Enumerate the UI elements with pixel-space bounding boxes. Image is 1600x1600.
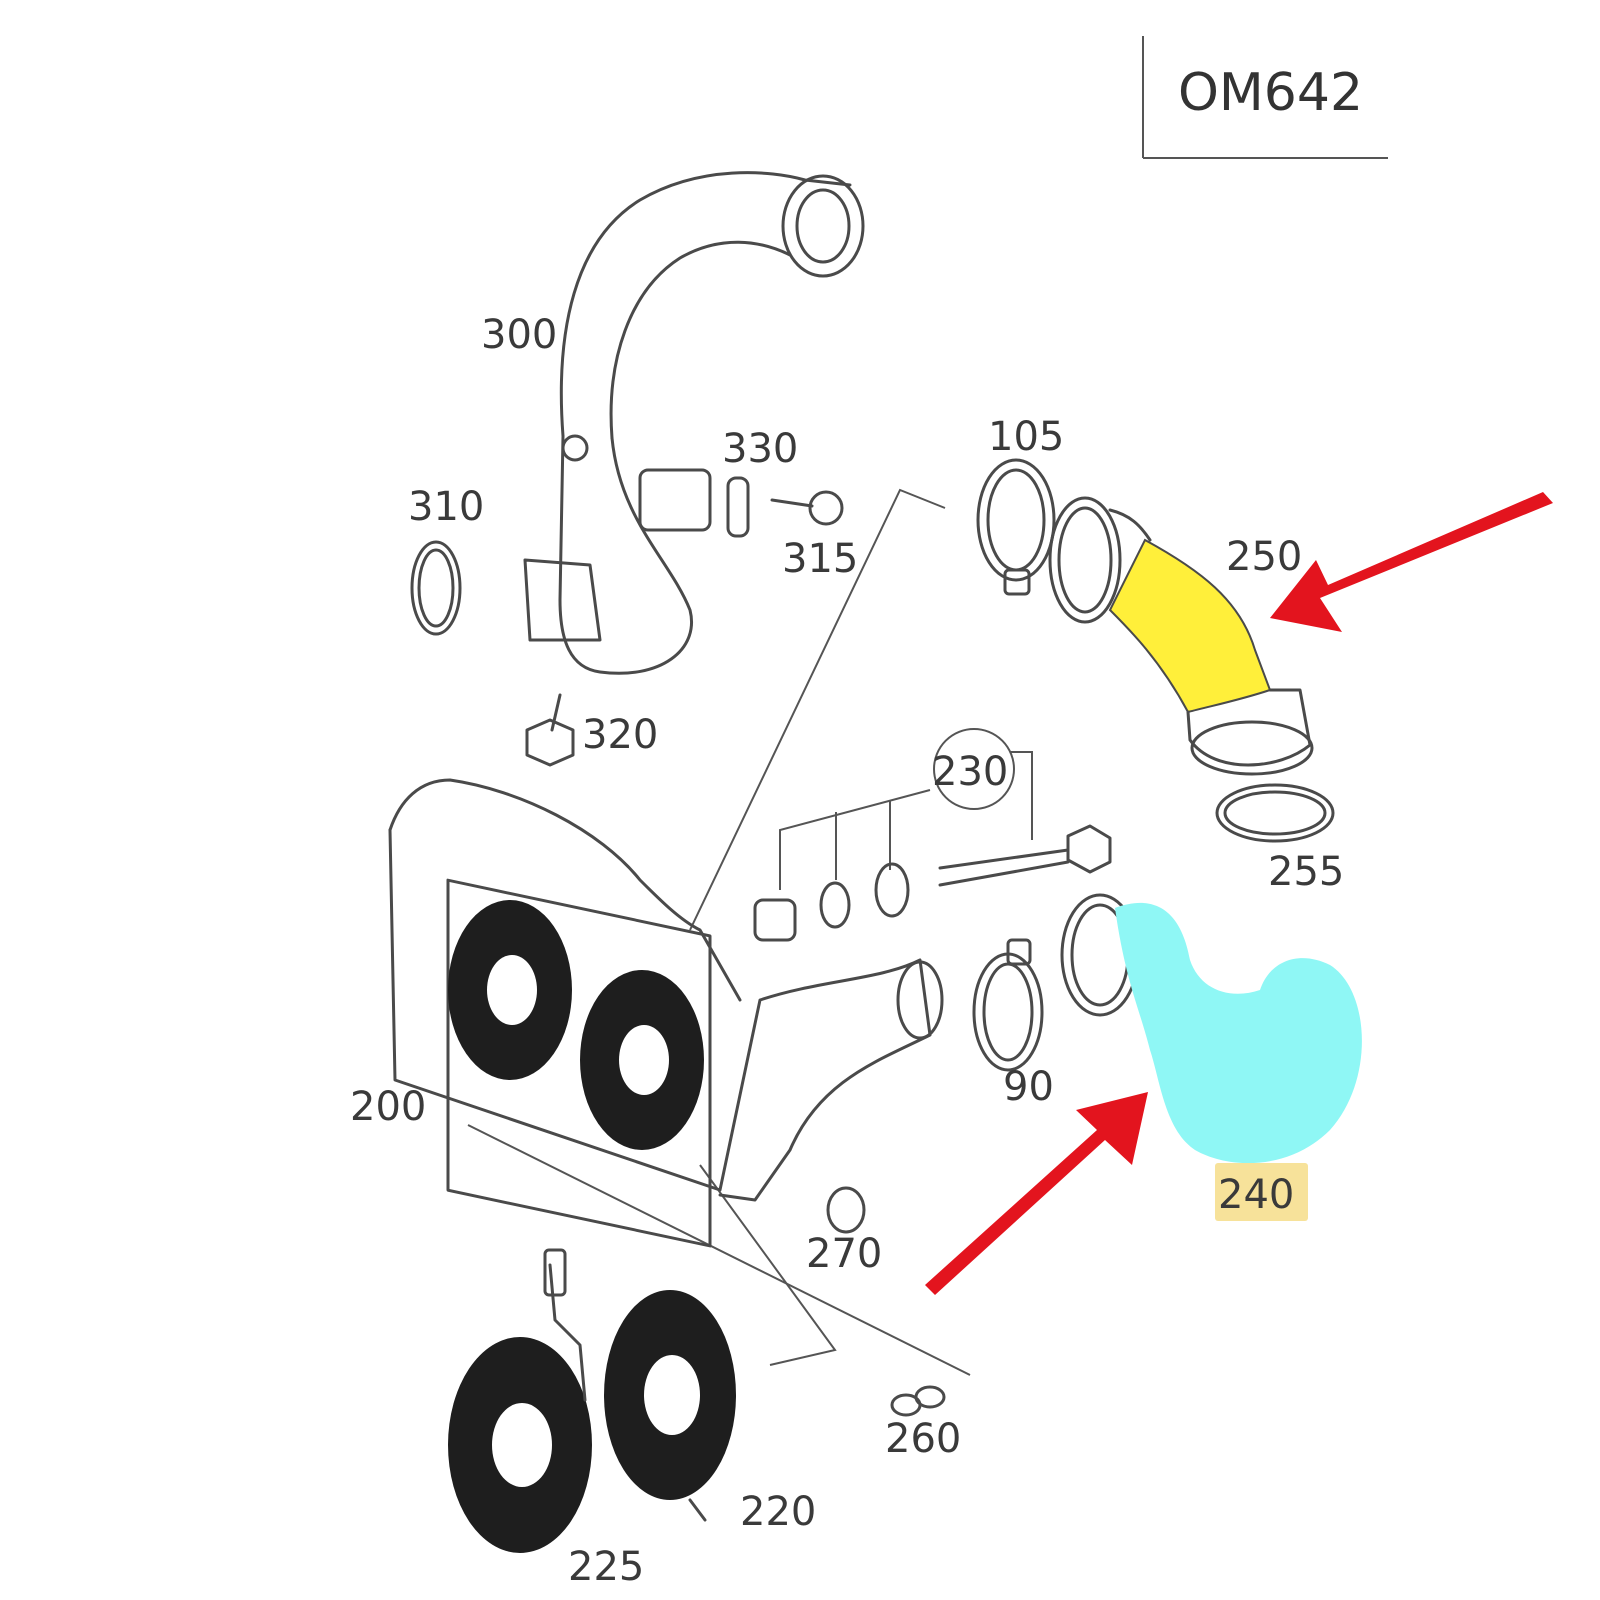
engine-code-title: OM642 <box>1178 63 1363 123</box>
label-105: 105 <box>988 414 1064 460</box>
label-270: 270 <box>806 1231 882 1277</box>
leader-line-bottom <box>467 1124 971 1376</box>
part-240-hose <box>1060 893 1362 1164</box>
leader-line-105-200 <box>689 488 946 931</box>
label-250: 250 <box>1226 534 1302 580</box>
part-225-fan <box>448 1248 592 1553</box>
part-310-ring <box>410 540 462 636</box>
highlight-250 <box>1108 538 1272 714</box>
label-230: 230 <box>932 749 1008 795</box>
label-240: 240 <box>1218 1172 1294 1218</box>
part-230-hardware <box>753 728 1112 942</box>
arrow-to-250 <box>1270 492 1553 632</box>
part-320-bolt <box>525 693 575 767</box>
part-315-bolt <box>770 490 844 526</box>
label-300: 300 <box>481 312 557 358</box>
part-330-bracket <box>726 476 750 538</box>
arrow-to-240 <box>925 1092 1148 1295</box>
part-220-fan <box>604 1290 736 1522</box>
part-200-intercooler <box>388 778 944 1248</box>
part-270-nut <box>826 1186 866 1234</box>
label-225: 225 <box>568 1544 644 1590</box>
label-220: 220 <box>740 1489 816 1535</box>
label-320: 320 <box>582 712 658 758</box>
leader-line-fans <box>699 1164 837 1366</box>
title-box: OM642 <box>1142 36 1388 159</box>
label-240-highlight <box>1215 1163 1308 1221</box>
label-310: 310 <box>408 484 484 530</box>
part-105-clamp <box>976 458 1056 596</box>
label-200: 200 <box>350 1084 426 1130</box>
part-260-bolts <box>890 1385 946 1417</box>
part-300-charge-pipe <box>523 171 865 675</box>
part-255-ring <box>1215 783 1335 843</box>
label-90: 90 <box>1003 1064 1054 1110</box>
label-255: 255 <box>1268 849 1344 895</box>
label-315: 315 <box>782 536 858 582</box>
highlight-240 <box>1115 902 1362 1164</box>
part-250-hose <box>1048 496 1314 776</box>
label-260: 260 <box>885 1416 961 1462</box>
part-90-clamp <box>972 938 1044 1072</box>
label-330: 330 <box>722 426 798 472</box>
arrow-icon <box>925 492 1553 1295</box>
